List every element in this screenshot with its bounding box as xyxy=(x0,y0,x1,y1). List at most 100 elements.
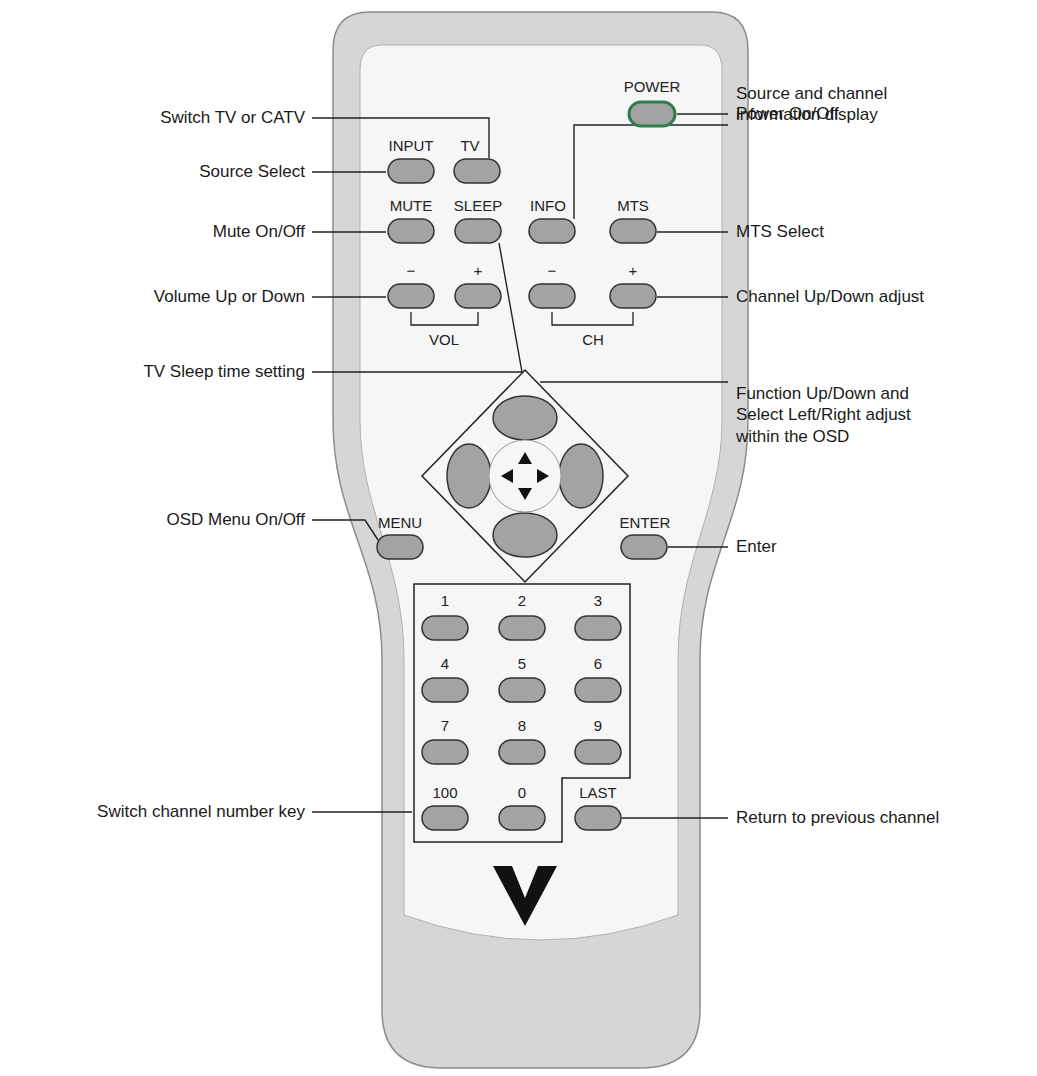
remote-button xyxy=(499,806,545,830)
remote-body xyxy=(333,12,748,1068)
remote-button xyxy=(499,740,545,764)
direction-pad xyxy=(518,452,532,464)
leader-line xyxy=(657,231,728,232)
keypad-outline xyxy=(414,584,630,842)
button-label: + xyxy=(474,262,483,281)
callout-text: MTS Select xyxy=(736,221,824,242)
leader-line xyxy=(312,231,386,232)
button-label: 7 xyxy=(441,717,449,736)
direction-pad xyxy=(489,440,561,512)
button-label: MTS xyxy=(617,197,649,216)
callout-text: Function Up/Down and Select Left/Right a… xyxy=(736,383,914,447)
button-label: 1 xyxy=(441,592,449,611)
remote-body xyxy=(360,45,722,940)
callout-text: Mute On/Off xyxy=(213,221,305,242)
remote-button xyxy=(388,219,434,243)
button-label: 6 xyxy=(594,655,602,674)
button-label: VOL xyxy=(429,331,459,350)
leader-line xyxy=(312,296,386,297)
remote-button xyxy=(422,678,468,702)
button-label: − xyxy=(548,262,557,281)
remote-button xyxy=(575,806,621,830)
button-label: CH xyxy=(582,331,604,350)
direction-pad xyxy=(559,444,603,508)
brand-logo xyxy=(493,866,557,926)
remote-button xyxy=(575,740,621,764)
remote-button xyxy=(575,616,621,640)
button-label: LAST xyxy=(579,784,617,803)
remote-button xyxy=(454,159,500,183)
leader-line xyxy=(312,118,489,158)
button-label: − xyxy=(407,262,416,281)
remote-button xyxy=(610,284,656,308)
remote-button xyxy=(388,284,434,308)
direction-pad xyxy=(493,396,557,440)
button-label: 8 xyxy=(518,717,526,736)
remote-button xyxy=(499,678,545,702)
button-label: ENTER xyxy=(620,514,671,533)
button-label: 9 xyxy=(594,717,602,736)
button-label: 100 xyxy=(432,784,457,803)
leader-line xyxy=(657,296,728,297)
keypad-outline xyxy=(414,584,630,842)
direction-pad xyxy=(447,444,491,508)
direction-pad xyxy=(518,488,532,500)
remote-button xyxy=(422,740,468,764)
remote-body xyxy=(333,12,748,1068)
direction-pad xyxy=(493,513,557,557)
leader-line xyxy=(574,125,728,219)
leader-line xyxy=(312,114,728,818)
button-label: SLEEP xyxy=(454,197,502,216)
leader-line xyxy=(312,171,386,172)
button-label: MUTE xyxy=(390,197,433,216)
remote-button xyxy=(629,102,675,126)
remote-button xyxy=(388,159,434,183)
remote-button xyxy=(575,678,621,702)
leader-line xyxy=(677,113,728,114)
brand-logo xyxy=(493,866,557,926)
button-label: 0 xyxy=(518,784,526,803)
callout-text: Volume Up or Down xyxy=(154,286,305,307)
leader-line xyxy=(622,817,728,818)
remote-button xyxy=(455,219,501,243)
button-label: MENU xyxy=(378,514,422,533)
callout-text: TV Sleep time setting xyxy=(143,361,305,382)
remote-button xyxy=(377,102,675,830)
leader-line xyxy=(312,243,522,372)
direction-pad xyxy=(422,370,628,582)
direction-pad xyxy=(422,370,628,582)
button-label: + xyxy=(629,262,638,281)
remote-button xyxy=(377,535,423,559)
vol-ch-bracket xyxy=(552,312,633,325)
callout-text: Source and channel information display xyxy=(736,83,941,126)
leader-line xyxy=(540,381,728,382)
button-label: 3 xyxy=(594,592,602,611)
callout-text: OSD Menu On/Off xyxy=(166,509,305,530)
leader-line xyxy=(312,520,378,540)
callout-text: Channel Up/Down adjust xyxy=(736,286,924,307)
button-label: 5 xyxy=(518,655,526,674)
remote-button xyxy=(529,219,575,243)
remote-button xyxy=(499,616,545,640)
remote-button xyxy=(529,284,575,308)
remote-button xyxy=(422,806,468,830)
callout-text: Source Select xyxy=(199,161,305,182)
button-label: POWER xyxy=(624,78,681,97)
vol-ch-bracket xyxy=(411,312,478,325)
remote-button xyxy=(621,535,667,559)
callout-text: Enter xyxy=(736,536,777,557)
leader-line xyxy=(312,811,412,812)
button-label: INPUT xyxy=(389,137,434,156)
callout-text: Switch TV or CATV xyxy=(160,107,305,128)
button-label: TV xyxy=(460,137,479,156)
direction-pad xyxy=(501,469,513,483)
vol-ch-bracket xyxy=(411,312,633,325)
button-label: INFO xyxy=(530,197,566,216)
callout-text: Switch channel number key xyxy=(97,801,305,822)
callout-text: Return to previous channel xyxy=(736,807,939,828)
button-label: 2 xyxy=(518,592,526,611)
button-label: 4 xyxy=(441,655,449,674)
leader-line xyxy=(668,546,728,547)
